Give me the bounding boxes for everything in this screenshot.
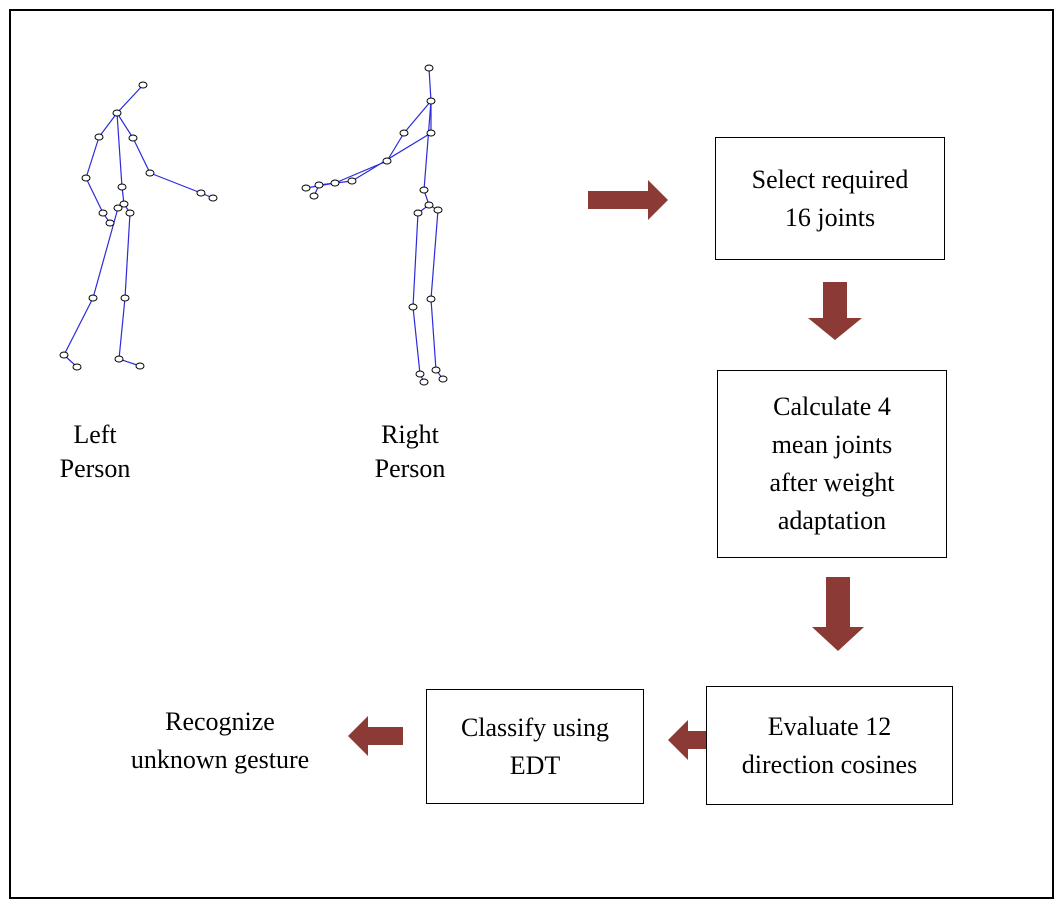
left-person-joint	[113, 204, 123, 212]
left-person-joint	[125, 209, 135, 217]
arrow-down-to-evaluate	[812, 577, 864, 651]
right-person-bone	[412, 306, 421, 375]
evaluate-cosines-box: Evaluate 12 direction cosines	[706, 686, 953, 805]
right-person-label: Right Person	[374, 420, 446, 483]
right-person-joint	[426, 129, 436, 137]
left-person-bone	[63, 297, 94, 356]
left-person-bone	[116, 112, 134, 139]
arrow-down-to-calculate	[808, 282, 862, 340]
right-person-bone	[386, 132, 405, 162]
left-person-joint	[128, 134, 138, 142]
right-person-bone	[403, 100, 432, 134]
arrow-right-to-select	[588, 180, 668, 220]
classify-edt-text: Classify using EDT	[460, 712, 610, 780]
left-person-joint	[105, 219, 115, 227]
left-person-joint	[72, 363, 82, 371]
evaluate-cosines-text: Evaluate 12 direction cosines	[741, 711, 918, 779]
left-person-joint	[112, 109, 122, 117]
right-person-bone	[412, 212, 419, 308]
right-person-bone	[428, 67, 432, 102]
right-person-joint	[424, 201, 434, 209]
right-person-bone	[423, 100, 432, 191]
right-person-joint	[426, 97, 436, 105]
left-person-joint	[117, 183, 127, 191]
left-person-joint	[135, 362, 145, 370]
right-person-joint	[399, 129, 409, 137]
classify-edt-box: Classify using EDT	[426, 689, 644, 804]
left-person-joint	[98, 209, 108, 217]
left-person-bone	[132, 137, 151, 174]
left-person-joint	[120, 294, 130, 302]
calculate-mean-joints-box: Calculate 4 mean joints after weight ada…	[717, 370, 947, 558]
left-person-joint	[119, 200, 129, 208]
right-person-joint	[309, 192, 319, 200]
left-person-joint	[196, 189, 206, 197]
right-person-joint	[408, 303, 418, 311]
right-person-joint	[419, 186, 429, 194]
right-person-joint	[314, 181, 324, 189]
left-person-bone	[85, 177, 104, 214]
right-person-joint	[424, 64, 434, 72]
left-person-bone	[116, 84, 144, 114]
right-person-joint	[426, 295, 436, 303]
left-person-joint	[94, 133, 104, 141]
right-person-bone	[430, 298, 437, 371]
left-person-bone	[118, 297, 126, 360]
left-person-bone	[116, 112, 123, 188]
left-person-joint	[208, 194, 218, 202]
arrow-left-to-recognize	[348, 716, 403, 756]
left-person-joint	[114, 355, 124, 363]
select-joints-box: Select required 16 joints	[715, 137, 945, 260]
left-person-label: Left Person	[59, 420, 131, 483]
right-person-joint	[301, 184, 311, 192]
right-person-joint	[347, 177, 357, 185]
left-person-joint	[59, 351, 69, 359]
select-joints-text: Select required 16 joints	[751, 164, 909, 232]
left-person-joint	[145, 169, 155, 177]
left-person-joint	[88, 294, 98, 302]
right-person-joint	[433, 206, 443, 214]
left-person-bone	[149, 172, 202, 194]
left-person-joint	[81, 174, 91, 182]
left-person-bone	[124, 212, 131, 299]
right-person-joint	[382, 157, 392, 165]
left-person-bone	[98, 112, 118, 138]
right-person-joint	[438, 375, 448, 383]
recognize-gesture-label: Recognize unknown gesture	[130, 707, 310, 774]
right-person-joint	[415, 370, 425, 378]
arrow-left-to-classify	[668, 720, 706, 760]
left-person-bone	[85, 136, 100, 179]
left-person-joint	[138, 81, 148, 89]
right-person-joint	[419, 378, 429, 386]
right-person-joint	[413, 209, 423, 217]
calculate-mean-joints-text: Calculate 4 mean joints after weight ada…	[769, 392, 895, 535]
right-person-bone	[351, 132, 432, 182]
right-person-bone	[430, 209, 439, 300]
right-person-joint	[330, 179, 340, 187]
right-person-joint	[431, 366, 441, 374]
